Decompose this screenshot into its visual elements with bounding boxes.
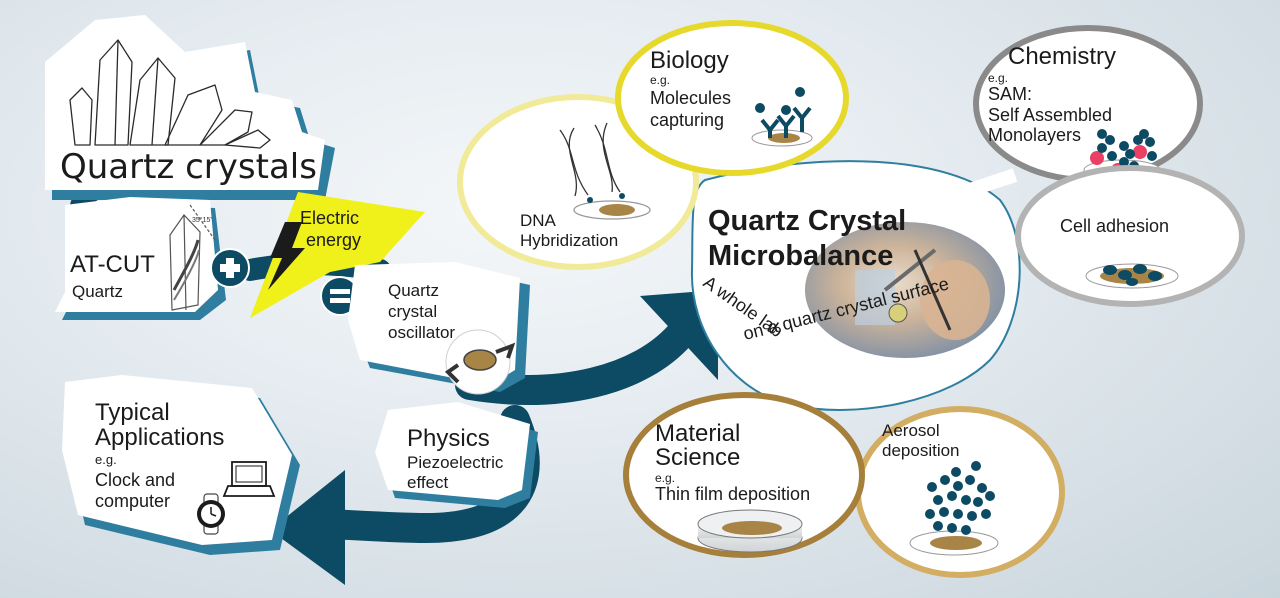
- cell-adhesion-bubble: [1015, 165, 1245, 307]
- cell-adhesion-label: Cell adhesion: [1060, 216, 1169, 236]
- material-text: Thin film deposition: [655, 484, 810, 504]
- atcut-title: AT-CUT: [70, 251, 155, 278]
- biology-eg: e.g.: [650, 73, 670, 87]
- qcm-photo: [805, 222, 1005, 358]
- material-science-bubble: [623, 392, 865, 558]
- applications-eg: e.g.: [95, 452, 117, 467]
- material-eg: e.g.: [655, 471, 675, 485]
- biology-text: Molecules capturing: [650, 88, 736, 130]
- biology-title: Biology: [650, 47, 729, 74]
- lightning-bolt-icon: [268, 222, 305, 290]
- chemistry-title: Chemistry: [1008, 43, 1116, 70]
- qcm-title: Quartz Crystal Microbalance: [708, 205, 914, 272]
- oscillator-icon: [444, 329, 516, 395]
- chemistry-eg: e.g.: [988, 71, 1008, 85]
- aerosol-particles-icon: [909, 461, 999, 556]
- physics-subtitle: Piezoelectric effect: [407, 453, 508, 492]
- laptop-icon: [222, 461, 276, 497]
- applications-block: [62, 375, 300, 555]
- applications-text: Clock and computer: [95, 470, 180, 511]
- thin-film-dish-icon: [697, 509, 803, 553]
- cell-adhesion-icon: [1085, 263, 1179, 289]
- aerosol-label: Aerosol deposition: [882, 421, 960, 460]
- dna-label: DNA Hybridization: [520, 211, 618, 250]
- quartz-crystal-drawing: [69, 39, 271, 149]
- physics-title: Physics: [407, 425, 490, 452]
- atcut-subtitle: Quartz: [72, 282, 123, 301]
- antibody-icon: [751, 87, 813, 147]
- arrowhead-to-applications: [270, 470, 345, 585]
- connector-chemistry: [952, 168, 1018, 202]
- wristwatch-icon: [197, 493, 225, 535]
- quartz-crystals-title: Quartz crystals: [60, 147, 317, 187]
- oscillator-label: Quartz crystal oscillator: [388, 281, 455, 342]
- atcut-crystal-drawing: [169, 204, 216, 311]
- electric-energy-label: Electric energy: [300, 208, 364, 250]
- atcut-angle-label: 35°15': [192, 216, 212, 224]
- dna-icon: [559, 122, 651, 220]
- equals-icon: [320, 276, 360, 316]
- material-title: Material Science: [655, 420, 747, 471]
- chemistry-text: SAM: Self Assembled Monolayers: [988, 84, 1117, 145]
- physics-block: [375, 402, 538, 508]
- plus-icon: [210, 248, 250, 288]
- applications-title: Typical Applications: [95, 399, 224, 451]
